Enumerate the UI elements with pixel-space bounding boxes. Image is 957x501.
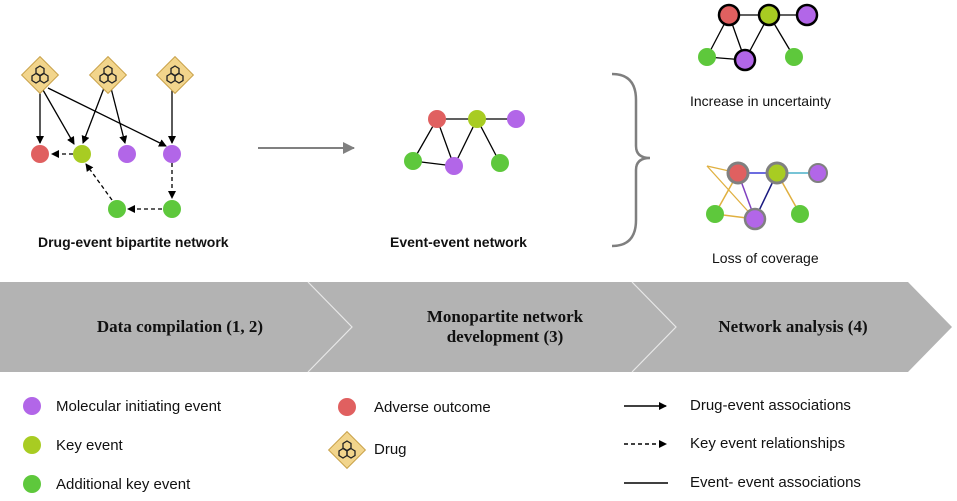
mie-node [795,3,819,27]
legend-ker-label: Key event relationships [690,435,846,452]
adverse-outcome-node [428,110,446,128]
drug-event-edge [47,87,167,147]
stage-label-data-compilation: Data compilation (1, 2) [96,317,264,336]
additional-key-event-node [108,200,126,218]
drug-icon [20,55,60,95]
drug-event-edge [110,87,128,144]
additional-key-event-node [698,48,716,66]
key-event-node [765,161,789,185]
adverse-outcome-node [726,161,750,185]
coverage-caption: Loss of coverage [712,250,819,266]
stage-arrow [0,282,352,372]
uncertainty-caption: Increase in uncertainty [690,93,831,109]
key-event-relationship-edge [85,163,113,201]
legend-drug-event-label: Drug-event associations [690,397,851,414]
legend-mie-label: Molecular initiating event [56,398,222,415]
key-event-node [468,110,486,128]
stage-divider [631,281,677,373]
mie-node [445,157,463,175]
mie-node [163,145,181,163]
drug-icon [155,55,195,95]
mie-node [118,145,136,163]
mie-node [743,207,767,231]
mie-node [808,163,828,183]
process-band [0,281,952,373]
legend-adverse-outcome-swatch [338,398,356,416]
stage-label-monopartite: Monopartite network development (3) [426,307,584,346]
stage-arrow [632,282,952,372]
additional-key-event-node [706,205,724,223]
legend-drug-icon [327,430,367,470]
legend-drug-label: Drug [374,441,407,458]
stage-arrow [308,282,676,372]
event-edge [706,165,756,220]
legend-symbols [23,397,668,493]
legend-adverse-outcome-label: Adverse outcome [374,399,491,416]
drug-event-edge [81,87,105,144]
additional-key-event-node [491,154,509,172]
legend-additional-key-event-swatch [23,475,41,493]
event-event-network [404,110,525,175]
adverse-outcome-node [717,3,741,27]
coverage-network [706,161,828,231]
additional-key-event-node [785,48,803,66]
drug-icon [88,55,128,95]
additional-key-event-node [791,205,809,223]
mie-node [507,110,525,128]
adverse-outcome-node [31,145,49,163]
stage-divider [307,281,353,373]
additional-key-event-node [163,200,181,218]
drug-event-edge [42,89,75,145]
bipartite-caption: Drug-event bipartite network [38,234,229,250]
legend-key-event-label: Key event [56,437,123,454]
additional-key-event-node [404,152,422,170]
mie-node [733,48,757,72]
legend-key-event-swatch [23,436,41,454]
key-event-node [73,145,91,163]
curly-bracket [611,72,651,248]
legend-mie-swatch [23,397,41,415]
key-event-node [757,3,781,27]
bipartite-network [20,55,195,218]
legend-event-event-label: Event- event associations [690,474,861,491]
legend-additional-key-event-label: Additional key event [56,476,191,493]
uncertainty-network [698,3,819,72]
event-event-caption: Event-event network [390,234,527,250]
stage-label-network-analysis: Network analysis (4) [718,317,868,336]
